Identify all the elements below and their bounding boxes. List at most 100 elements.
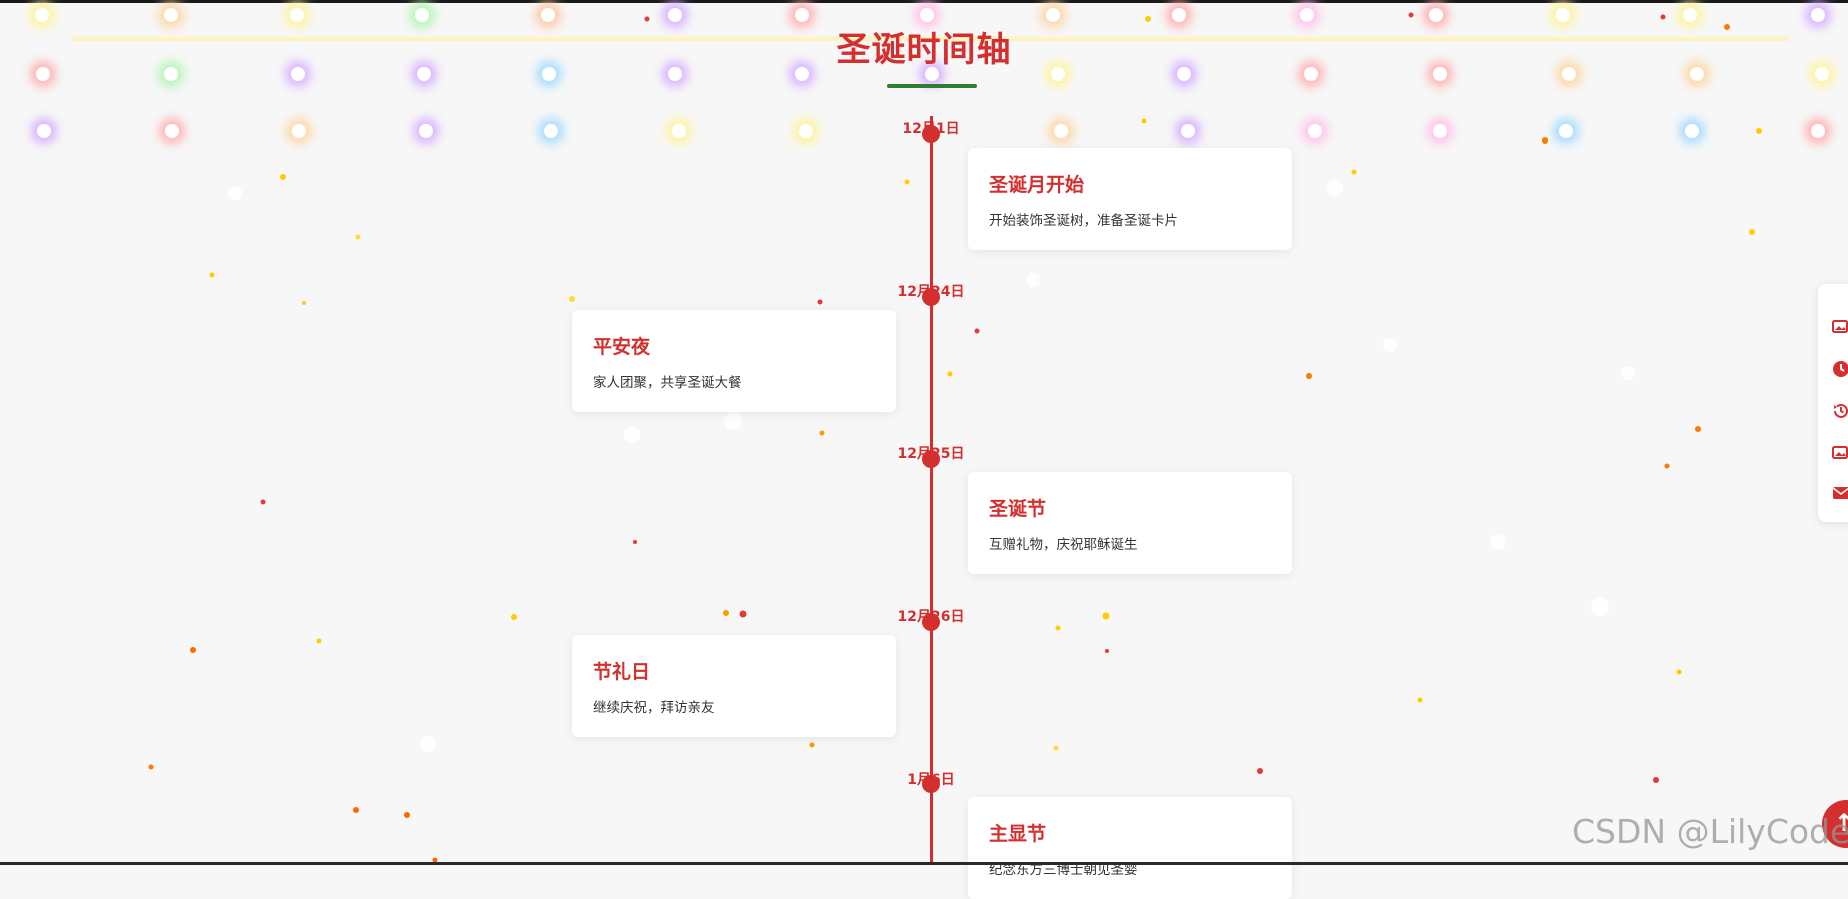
snowflake — [1383, 338, 1397, 352]
light-bulb — [542, 67, 556, 81]
card-title: 平安夜 — [593, 336, 651, 358]
light-bulb — [544, 124, 558, 138]
history-icon[interactable] — [1832, 402, 1848, 420]
confetti-dot — [817, 299, 823, 305]
light-bulb — [1556, 8, 1570, 22]
confetti-dot — [723, 610, 729, 616]
light-bulb — [795, 67, 809, 81]
confetti-dot — [809, 742, 815, 748]
confetti-dot — [974, 328, 980, 334]
confetti-dot — [316, 638, 322, 644]
card-description: 继续庆祝，拜访亲友 — [593, 700, 715, 716]
light-bulb — [795, 8, 809, 22]
light-bulb — [290, 8, 304, 22]
confetti-dot — [1676, 669, 1682, 675]
confetti-dot — [280, 174, 286, 180]
light-bulb — [925, 67, 939, 81]
card-title: 主显节 — [989, 823, 1047, 845]
confetti-dot — [353, 807, 359, 813]
light-bulb — [291, 67, 305, 81]
confetti-dot — [644, 16, 650, 22]
watermark: CSDN @LilyCoder — [1572, 812, 1848, 851]
light-bulb — [36, 67, 50, 81]
snowflake — [1026, 273, 1040, 287]
light-bulb — [1683, 8, 1697, 22]
back-to-top-button[interactable]: ↑ — [1822, 800, 1848, 848]
timeline-node — [922, 613, 940, 631]
confetti-dot — [209, 272, 215, 278]
mail-icon[interactable] — [1832, 486, 1848, 504]
arrow-up-icon: ↑ — [1834, 809, 1848, 837]
confetti-dot — [1351, 169, 1357, 175]
confetti-dot — [1306, 373, 1312, 379]
light-bulb — [37, 124, 51, 138]
confetti-dot — [1653, 777, 1659, 783]
light-bulb — [1690, 67, 1704, 81]
page-title: 圣诞时间轴 — [836, 30, 1012, 70]
confetti-dot — [1105, 649, 1109, 653]
light-bulb — [164, 8, 178, 22]
light-bulb — [1433, 124, 1447, 138]
light-bulb — [1811, 124, 1825, 138]
confetti-dot — [404, 812, 410, 818]
confetti-dot — [904, 179, 910, 185]
confetti-dot — [1257, 768, 1263, 774]
timeline-card[interactable]: 节礼日 继续庆祝，拜访亲友 — [572, 635, 896, 737]
light-bulb — [1685, 124, 1699, 138]
timeline-card[interactable]: 平安夜 家人团聚，共享圣诞大餐 — [572, 310, 896, 412]
snowflake — [1327, 180, 1343, 196]
light-bulb — [1304, 67, 1318, 81]
light-bulb — [1046, 8, 1060, 22]
timeline-card[interactable]: 圣诞节 互赠礼物，庆祝耶稣诞生 — [968, 472, 1292, 574]
confetti-dot — [190, 647, 196, 653]
timeline-node — [922, 125, 940, 143]
confetti-dot — [947, 371, 953, 377]
gallery-icon[interactable] — [1832, 318, 1848, 336]
photos-icon[interactable] — [1832, 444, 1848, 462]
snowflake — [228, 186, 242, 200]
confetti-dot — [1660, 14, 1666, 20]
confetti-dot — [1724, 24, 1730, 30]
confetti-dot — [569, 296, 575, 302]
light-bulb — [799, 124, 813, 138]
light-bulb — [35, 8, 49, 22]
light-bulb — [1429, 8, 1443, 22]
light-bulb — [164, 67, 178, 81]
side-toolbar — [1818, 284, 1848, 522]
snowflake — [1621, 366, 1635, 380]
confetti-dot — [511, 614, 517, 620]
clock-icon[interactable] — [1832, 360, 1848, 378]
light-bulb — [165, 124, 179, 138]
light-bulb — [1172, 8, 1186, 22]
timeline-node — [922, 450, 940, 468]
light-bulb — [1300, 8, 1314, 22]
confetti-dot — [1053, 745, 1059, 751]
confetti-dot — [633, 540, 637, 544]
card-description: 家人团聚，共享圣诞大餐 — [593, 375, 742, 391]
light-bulb — [1433, 67, 1447, 81]
timeline-axis — [930, 116, 933, 865]
snowflake — [1591, 598, 1609, 616]
confetti-dot — [1749, 229, 1755, 235]
confetti-dot — [1141, 118, 1147, 124]
confetti-dot — [1756, 128, 1762, 134]
light-bulb — [1181, 124, 1195, 138]
snowflake — [724, 412, 742, 430]
confetti-dot — [148, 764, 154, 770]
timeline-card[interactable]: 圣诞月开始 开始装饰圣诞树，准备圣诞卡片 — [968, 148, 1292, 250]
light-bulb — [668, 67, 682, 81]
light-bulb — [1308, 124, 1322, 138]
card-description: 纪念东方三博士朝见圣婴 — [989, 862, 1138, 878]
light-bulb — [1811, 8, 1825, 22]
confetti-dot — [1055, 625, 1061, 631]
confetti-dot — [1542, 138, 1548, 144]
snowflake — [420, 736, 436, 752]
light-bulb — [1559, 124, 1573, 138]
timeline-node — [922, 288, 940, 306]
light-bulb — [419, 124, 433, 138]
confetti-dot — [355, 234, 361, 240]
snowflake — [1490, 534, 1506, 550]
confetti-dot — [1664, 463, 1670, 469]
timeline-card[interactable]: 主显节 纪念东方三博士朝见圣婴 — [968, 797, 1292, 899]
snowflake — [624, 427, 640, 443]
